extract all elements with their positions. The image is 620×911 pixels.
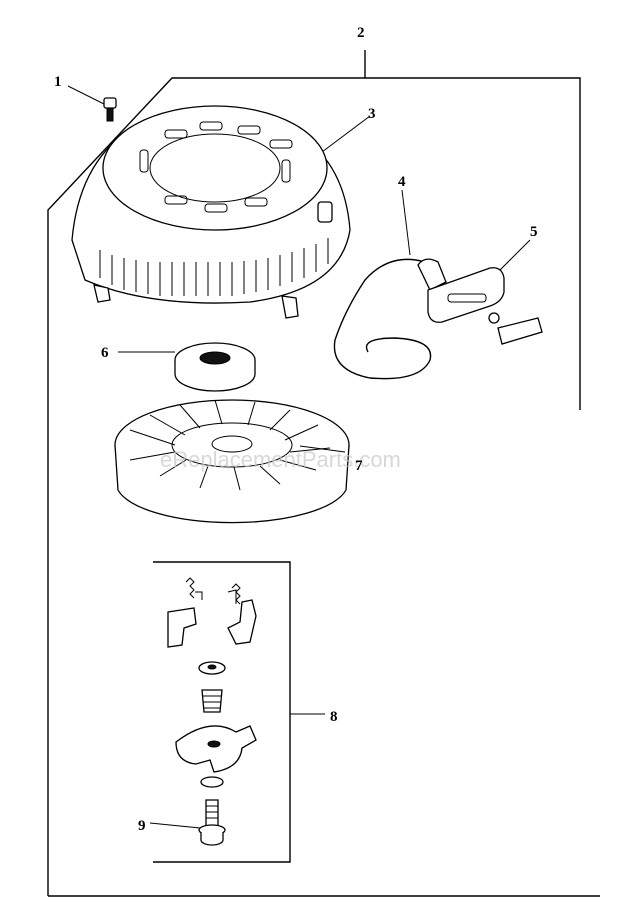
callout-5: 5 xyxy=(530,224,538,240)
callout-3: 3 xyxy=(368,106,376,122)
callout-9: 9 xyxy=(138,818,146,834)
starter-rope-icon xyxy=(333,189,432,380)
callout-6: 6 xyxy=(101,345,109,361)
callout-8: 8 xyxy=(330,709,338,725)
callout-7: 7 xyxy=(355,458,363,474)
callout-2: 2 xyxy=(357,25,365,41)
center-bolt-icon xyxy=(149,799,226,846)
pawl-kit-icon xyxy=(153,561,325,863)
recoil-housing-icon xyxy=(71,105,371,319)
spacer-ring-icon xyxy=(118,342,256,392)
watermark: eReplacementParts.com xyxy=(160,447,401,472)
rope-pulley-icon xyxy=(114,399,350,524)
callout-4: 4 xyxy=(398,174,406,190)
assembly-bracket xyxy=(47,50,600,897)
callout-1: 1 xyxy=(54,74,62,90)
screw-icon xyxy=(67,85,117,122)
starter-handle-icon xyxy=(417,239,543,345)
